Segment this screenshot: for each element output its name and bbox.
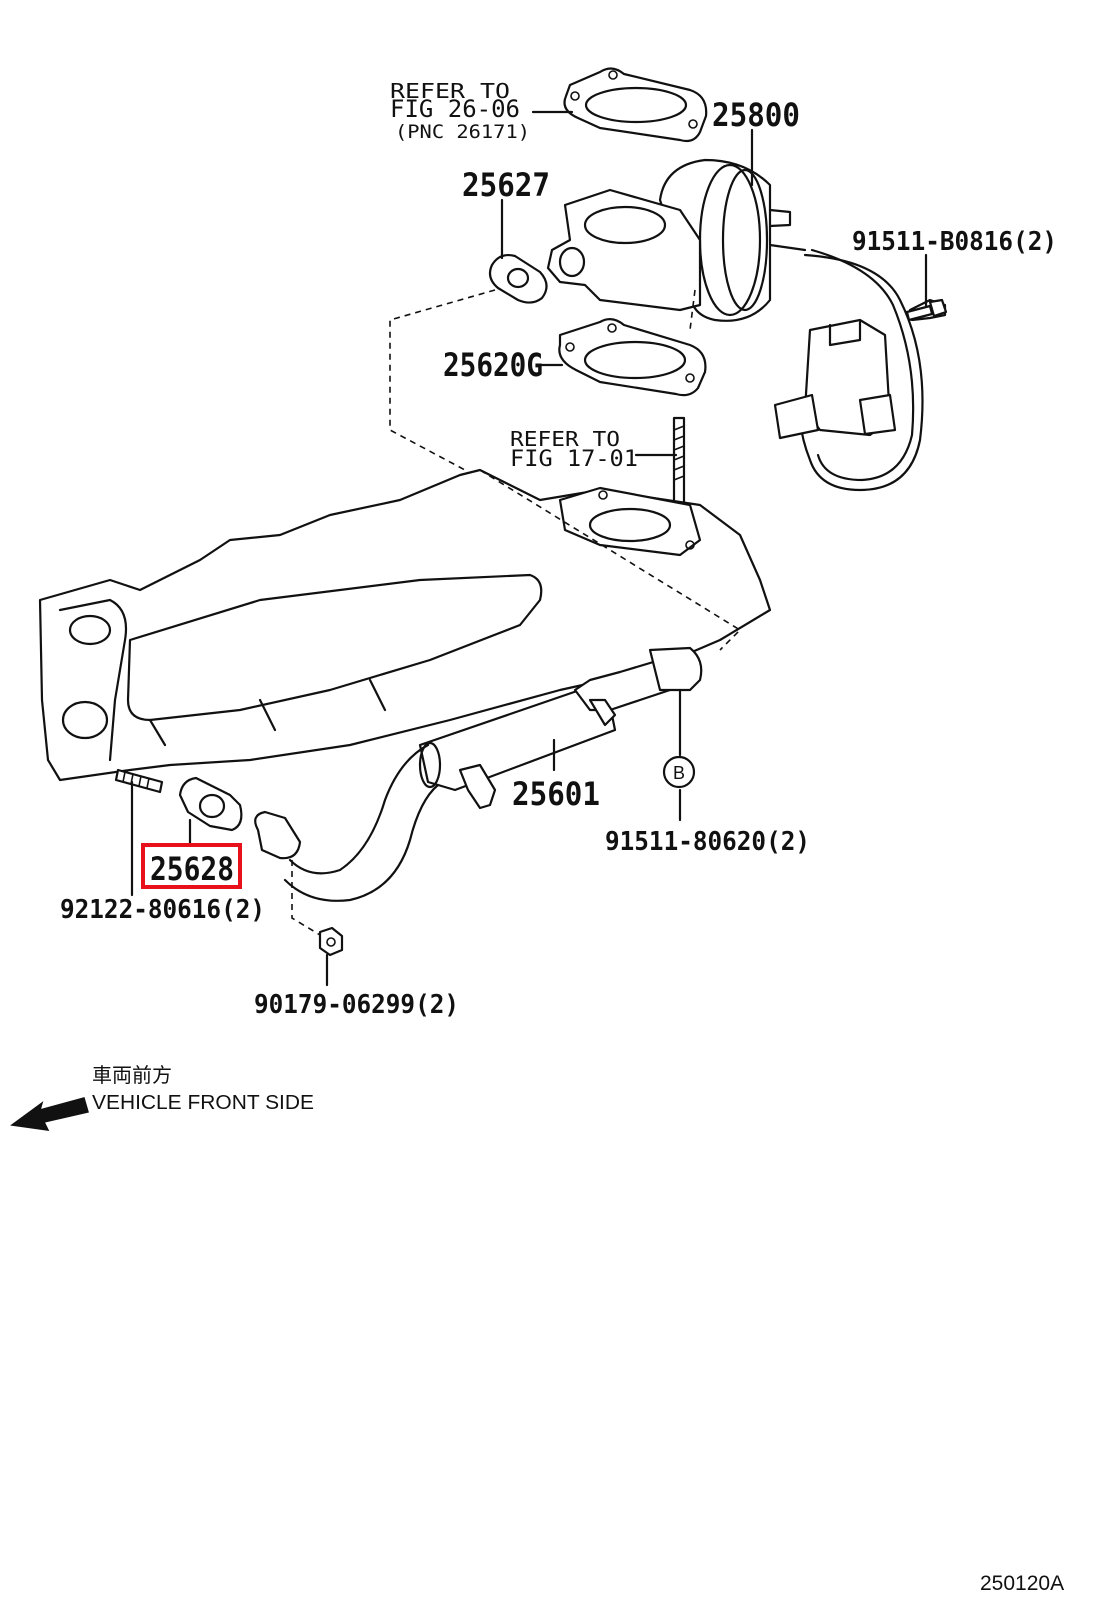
part-label-25628[interactable]: 25628 <box>150 850 234 888</box>
nut-90179-drawing[interactable] <box>318 926 344 957</box>
gasket-25628-drawing[interactable] <box>178 776 243 832</box>
part-label-91511-80620[interactable]: 91511-80620(2) <box>605 827 810 857</box>
reference-top: REFER TO FIG 26-06 (PNC 26171) <box>390 79 530 143</box>
front-side-english: VEHICLE FRONT SIDE <box>92 1092 314 1114</box>
part-label-25800[interactable]: 25800 <box>712 96 800 134</box>
vacuum-hose-drawing[interactable] <box>773 248 947 492</box>
part-label-90179-06299[interactable]: 90179-06299(2) <box>254 990 459 1020</box>
mid-gasket-drawing[interactable] <box>558 318 707 397</box>
stud-drawing[interactable] <box>672 416 686 515</box>
ref-mid-line2: FIG 17-01 <box>510 447 638 472</box>
part-label-25601[interactable]: 25601 <box>512 775 600 813</box>
part-label-25627[interactable]: 25627 <box>462 166 550 204</box>
callout-b-letter: B <box>673 763 685 783</box>
ref-top-line2: FIG 26-06 <box>390 95 520 123</box>
vehicle-front-indicator: 車両前方 VEHICLE FRONT SIDE <box>10 1064 314 1131</box>
ref-top-line3: (PNC 26171) <box>395 121 530 143</box>
ref-mid-line1: REFER TO <box>510 427 620 451</box>
highlight-box-25628 <box>141 843 242 889</box>
intake-manifold-drawing[interactable] <box>38 468 772 782</box>
part-label-91511-b0816[interactable]: 91511-B0816(2) <box>852 227 1057 257</box>
stud-92122-drawing[interactable] <box>114 768 164 794</box>
upper-gasket-drawing[interactable] <box>563 67 708 143</box>
front-arrow-icon <box>10 1097 89 1131</box>
callout-b: B <box>662 755 696 789</box>
part-label-25620g[interactable]: 25620G <box>443 346 543 384</box>
ref-top-line1: REFER TO <box>390 79 510 103</box>
diagram-code: 250120A <box>980 1572 1064 1595</box>
egr-valve-drawing[interactable] <box>546 158 807 322</box>
leader-lines <box>130 110 928 987</box>
small-gasket-drawing[interactable] <box>488 253 548 304</box>
front-side-japanese: 車両前方 <box>92 1064 172 1087</box>
egr-cooler-drawing[interactable] <box>254 646 703 902</box>
part-label-92122-80616[interactable]: 92122-80616(2) <box>60 895 265 925</box>
bolt-b0816-drawing[interactable] <box>905 298 948 322</box>
reference-mid: REFER TO FIG 17-01 <box>510 427 638 472</box>
